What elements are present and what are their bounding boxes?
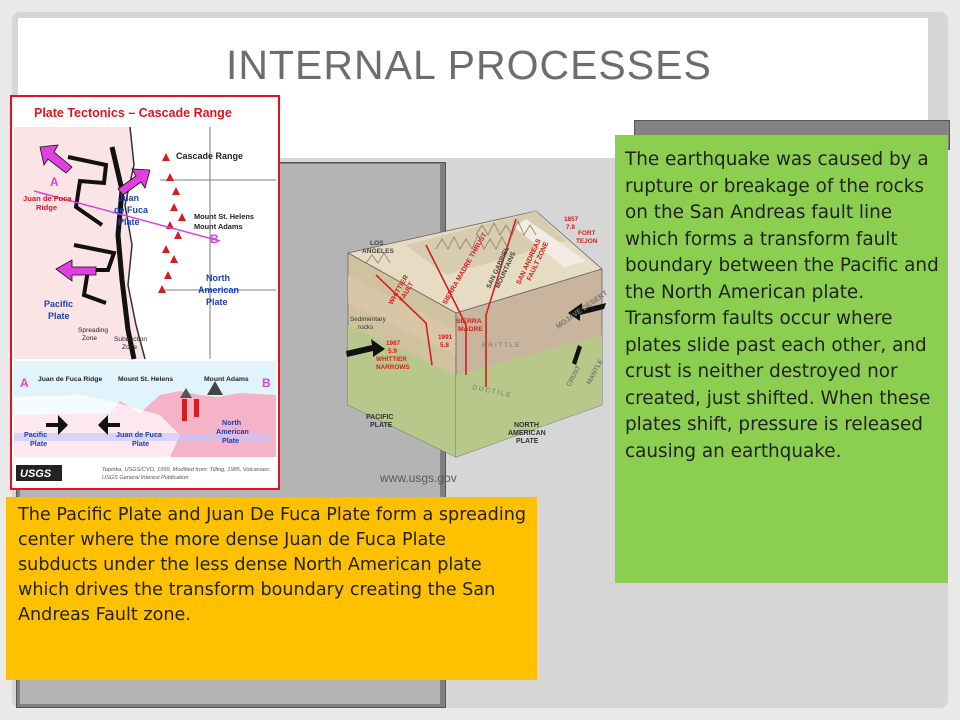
juan-de-fuca-ridge-label: Juan de Fuca Ridge — [23, 194, 74, 212]
sedimentary-rocks-label: Sedimentary rocks — [350, 316, 388, 331]
map-title: Plate Tectonics – Cascade Range — [34, 106, 232, 120]
spreading-zone-label: Spreading Zone — [78, 327, 110, 342]
usgs-logo: USGS — [16, 465, 62, 481]
cascade-range-map: Plate Tectonics – Cascade Range — [10, 95, 280, 490]
section-mount-adams-label: Mount Adams — [204, 376, 249, 383]
diagram-caption: www.usgs.gov — [380, 471, 457, 485]
cascade-range-label: Cascade Range — [176, 151, 243, 161]
orange-textbox: The Pacific Plate and Juan De Fuca Plate… — [6, 497, 537, 680]
plate-motion-arrow-icon — [117, 168, 151, 196]
mount-adams-label: Mount Adams — [194, 222, 243, 231]
pacific-plate-label: Pacific Plate — [44, 299, 76, 321]
transform-fault-text: The earthquake was caused by a rupture o… — [625, 149, 939, 462]
pacific-plate-3d-label: PACIFIC PLATE — [366, 414, 395, 429]
north-american-plate-3d-label: NORTH AMERICAN PLATE — [508, 422, 548, 445]
section-pacific-plate-label: Pacific Plate — [24, 430, 49, 448]
section-label-b: B — [262, 376, 271, 390]
plate-motion-arrow-icon — [55, 259, 97, 282]
section-juan-de-fuca-ridge-label: Juan de Fuca Ridge — [38, 376, 102, 383]
slide-title: INTERNAL PROCESSES — [226, 42, 712, 88]
section-mount-st-helens-label: Mount St. Helens — [118, 376, 173, 383]
mount-st-helens-label: Mount St. Helens — [194, 212, 254, 221]
section-label-a: A — [20, 376, 29, 390]
whittier-narrows-label: 1987 5.9 WHITTIER NARROWS — [376, 340, 410, 371]
section-juan-de-fuca-plate-label: Juan de Fuca Plate — [116, 430, 164, 448]
svg-text:USGS: USGS — [20, 468, 52, 480]
subduction-zone-label: Subduction Zone — [114, 336, 149, 351]
green-textbox: The earthquake was caused by a rupture o… — [615, 135, 948, 583]
map-label-b: B — [210, 232, 219, 246]
section-north-american-plate-label: North American Plate — [216, 418, 251, 445]
san-andreas-block-diagram: LOS ANGELES WHITTIER FAULT SIERRA MADRE … — [346, 210, 610, 458]
sierra-madre-quake-label: 1991 5.8 — [438, 334, 454, 349]
los-angeles-label: LOS ANGELES — [362, 240, 394, 255]
sierra-madre-label: SIERRA MADRE — [456, 318, 483, 333]
brittle-label: B R I T T L E — [482, 342, 520, 349]
fort-tejon-label: 1857 7.8 FORT TEJON — [564, 216, 598, 245]
juan-de-fuca-plate-label: Juan de Fuca Plate — [114, 193, 151, 227]
map-label-a: A — [50, 175, 59, 189]
plate-motion-arrow-icon — [39, 144, 73, 174]
spreading-center-text: The Pacific Plate and Juan De Fuca Plate… — [18, 505, 527, 625]
north-american-plate-label: North American Plate — [198, 273, 242, 307]
map-credit: Topinka, USGS/CVO, 1999, Modified from: … — [102, 467, 272, 481]
volcano-icon — [158, 153, 186, 293]
